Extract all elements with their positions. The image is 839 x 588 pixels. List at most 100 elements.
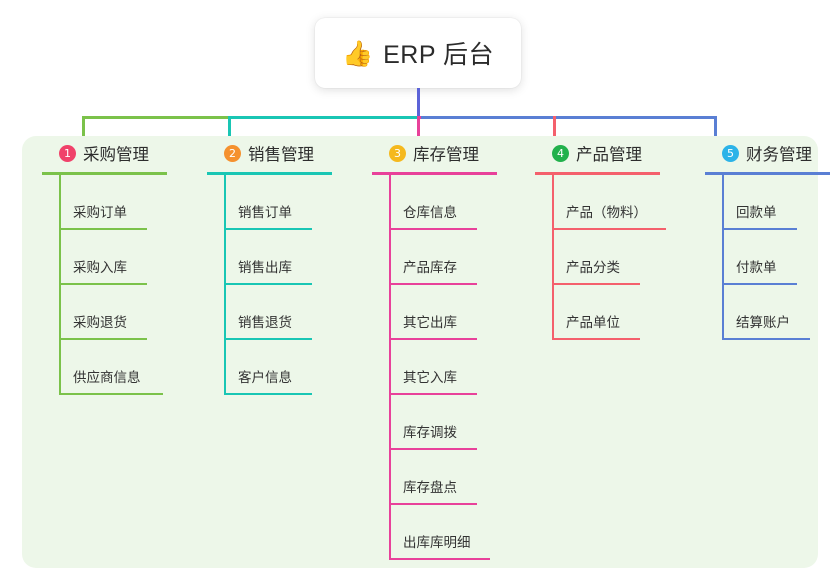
leaf-item[interactable]: 采购入库 [42, 230, 167, 285]
leaf-item-rule [389, 228, 477, 230]
leaf-item-label: 采购订单 [73, 205, 127, 220]
leaf-item[interactable]: 产品单位 [535, 285, 660, 340]
column-rule-5 [705, 172, 830, 175]
column-title-5: 财务管理 [746, 146, 812, 164]
drop-line-5 [714, 116, 717, 154]
leaf-item-rule [389, 338, 477, 340]
leaf-item[interactable]: 仓库信息 [372, 175, 497, 230]
sitemap-panel: 1 采购管理采购订单采购入库采购退货供应商信息 2 销售管理销售订单销售出库销售退货客… [22, 136, 830, 568]
leaf-item-label: 出库库明细 [403, 535, 471, 550]
leaf-item-rule [389, 283, 477, 285]
leaf-item-label: 产品单位 [566, 315, 620, 330]
column-title-1: 采购管理 [83, 146, 149, 164]
leaf-item-rule [722, 338, 810, 340]
branch-5: 回款单付款单结算账户 [705, 175, 830, 340]
leaf-item[interactable]: 其它出库 [372, 285, 497, 340]
branch-1: 采购订单采购入库采购退货供应商信息 [42, 175, 167, 395]
leaf-item[interactable]: 销售退货 [207, 285, 332, 340]
column-rule-2 [207, 172, 332, 175]
leaf-item[interactable]: 销售出库 [207, 230, 332, 285]
column-badge-1: 1 [59, 144, 76, 162]
column-3: 3 库存管理仓库信息产品库存其它出库其它入库库存调拨库存盘点出库库明细 [372, 136, 497, 560]
leaf-item-rule [59, 393, 163, 395]
leaf-item-rule [59, 228, 147, 230]
leaf-item-rule [59, 338, 147, 340]
column-rule-3 [372, 172, 497, 175]
leaf-item-rule [722, 283, 797, 285]
leaf-item-rule [224, 228, 312, 230]
leaf-item[interactable]: 产品（物料） [535, 175, 666, 230]
root-node-card[interactable]: 👍 ERP 后台 [315, 18, 521, 88]
leaf-item-rule [722, 228, 797, 230]
column-header-2[interactable]: 2 销售管理 [207, 136, 332, 170]
leaf-item[interactable]: 采购订单 [42, 175, 167, 230]
leaf-item-label: 其它出库 [403, 315, 457, 330]
leaf-item-label: 产品分类 [566, 260, 620, 275]
leaf-item-label: 仓库信息 [403, 205, 457, 220]
bus-segment-1 [82, 116, 230, 119]
leaf-item-rule [552, 228, 666, 230]
branch-3: 仓库信息产品库存其它出库其它入库库存调拨库存盘点出库库明细 [372, 175, 497, 560]
leaf-item[interactable]: 其它入库 [372, 340, 497, 395]
root-stem-line [417, 88, 420, 118]
branch-2: 销售订单销售出库销售退货客户信息 [207, 175, 332, 395]
root-node-title: ERP 后台 [383, 41, 495, 69]
thumbs-up-icon: 👍 [341, 39, 374, 68]
leaf-item-label: 客户信息 [238, 370, 292, 385]
leaf-item[interactable]: 结算账户 [705, 285, 830, 340]
leaf-item-rule [224, 393, 312, 395]
leaf-item[interactable]: 产品库存 [372, 230, 497, 285]
column-badge-5: 5 [722, 144, 739, 162]
column-badge-2: 2 [224, 144, 241, 162]
leaf-item-label: 销售退货 [238, 315, 292, 330]
column-header-1[interactable]: 1 采购管理 [42, 136, 167, 170]
column-rule-4 [535, 172, 660, 175]
leaf-item-rule [389, 503, 477, 505]
column-5: 5 财务管理回款单付款单结算账户 [705, 136, 830, 340]
leaf-item[interactable]: 回款单 [705, 175, 830, 230]
leaf-item-label: 回款单 [736, 205, 777, 220]
leaf-item[interactable]: 库存盘点 [372, 450, 497, 505]
column-title-2: 销售管理 [248, 146, 314, 164]
leaf-item[interactable]: 供应商信息 [42, 340, 167, 395]
column-2: 2 销售管理销售订单销售出库销售退货客户信息 [207, 136, 332, 395]
leaf-item[interactable]: 客户信息 [207, 340, 332, 395]
column-badge-3: 3 [389, 144, 406, 162]
column-title-3: 库存管理 [413, 146, 479, 164]
leaf-item-rule [224, 338, 312, 340]
leaf-item[interactable]: 产品分类 [535, 230, 660, 285]
leaf-item-label: 供应商信息 [73, 370, 141, 385]
column-header-3[interactable]: 3 库存管理 [372, 136, 497, 170]
column-title-4: 产品管理 [576, 146, 642, 164]
leaf-item-rule [389, 393, 477, 395]
branch-spine-1 [59, 175, 61, 395]
leaf-item[interactable]: 采购退货 [42, 285, 167, 340]
leaf-item-label: 采购入库 [73, 260, 127, 275]
leaf-item-label: 产品（物料） [566, 205, 647, 220]
leaf-item-rule [389, 558, 490, 560]
leaf-item-label: 产品库存 [403, 260, 457, 275]
leaf-item[interactable]: 付款单 [705, 230, 830, 285]
leaf-item-rule [552, 283, 640, 285]
leaf-item-rule [389, 448, 477, 450]
leaf-item[interactable]: 销售订单 [207, 175, 332, 230]
drop-line-3 [417, 116, 420, 154]
leaf-item[interactable]: 出库库明细 [372, 505, 497, 560]
leaf-item-label: 付款单 [736, 260, 777, 275]
leaf-item-label: 销售出库 [238, 260, 292, 275]
leaf-item-rule [224, 283, 312, 285]
bus-segment-2 [230, 116, 419, 119]
leaf-item-label: 库存盘点 [403, 480, 457, 495]
leaf-item[interactable]: 库存调拨 [372, 395, 497, 450]
branch-4: 产品（物料） 产品分类产品单位 [535, 175, 666, 340]
column-1: 1 采购管理采购订单采购入库采购退货供应商信息 [42, 136, 167, 395]
leaf-item-rule [552, 338, 640, 340]
column-header-5[interactable]: 5 财务管理 [705, 136, 830, 170]
drop-line-1 [82, 116, 85, 154]
leaf-item-label: 其它入库 [403, 370, 457, 385]
drop-line-2 [228, 116, 231, 154]
drop-line-4 [553, 116, 556, 154]
